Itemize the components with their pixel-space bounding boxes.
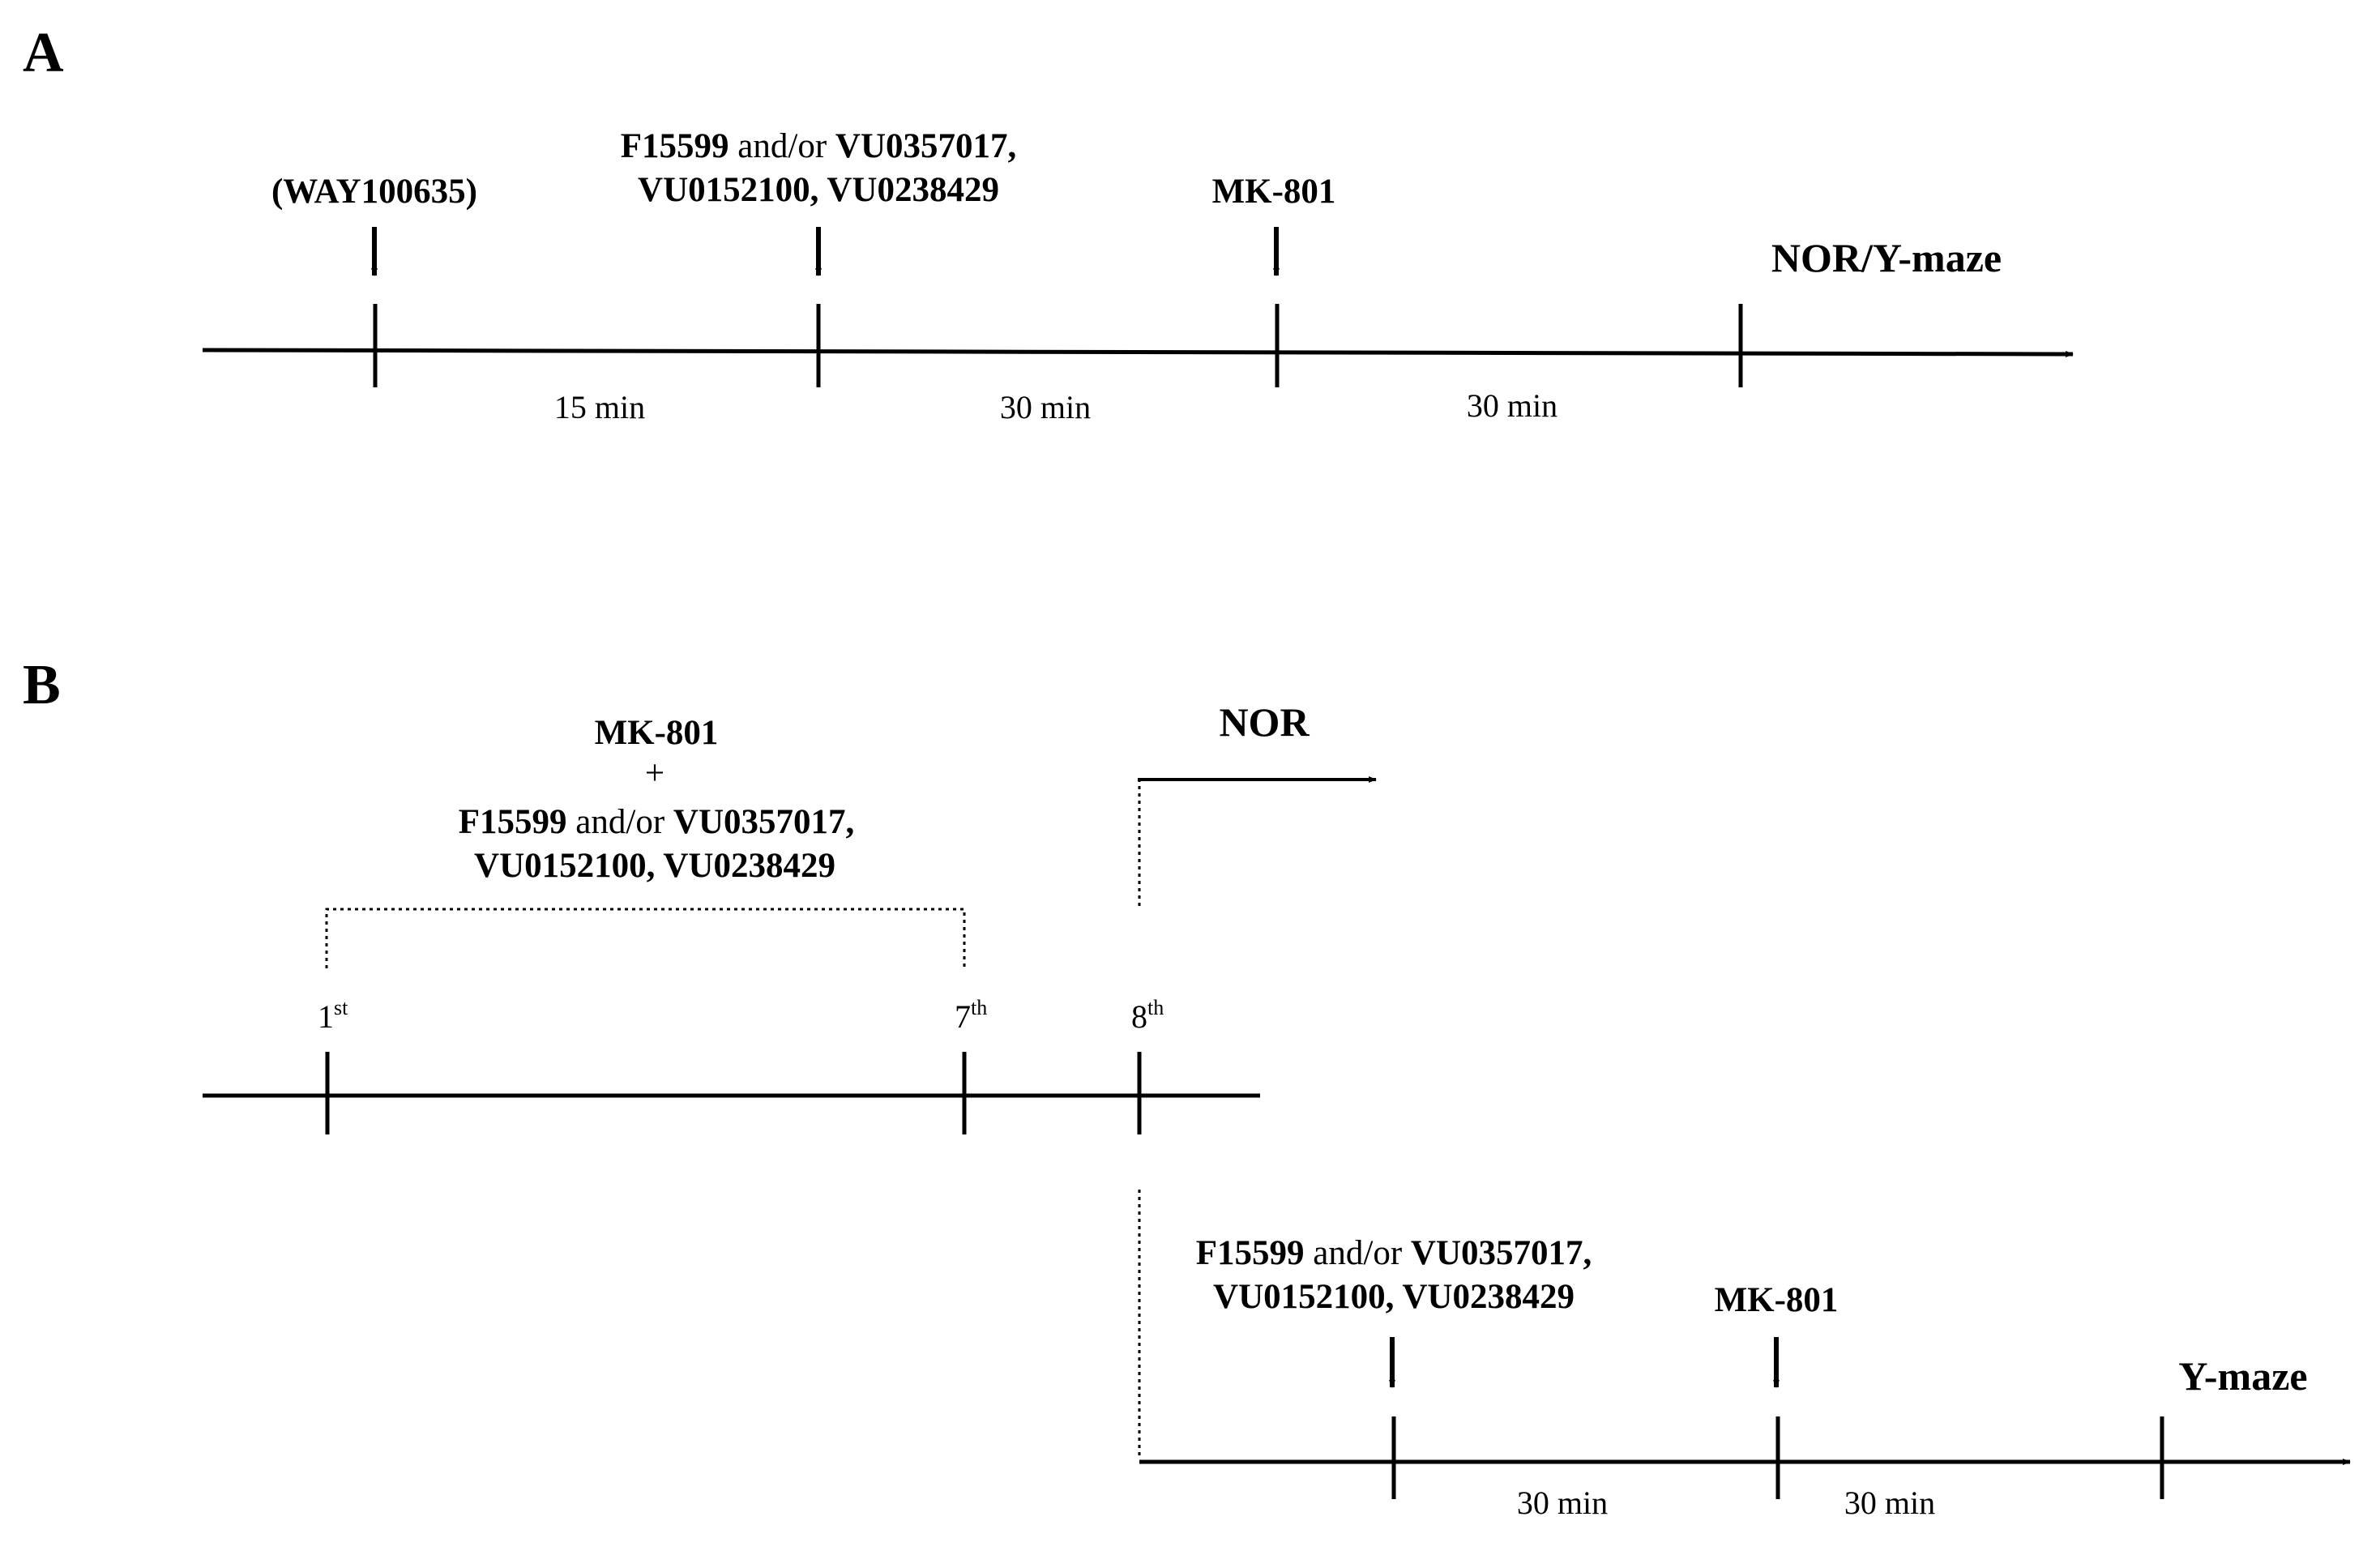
panel-b-interval: 30 min xyxy=(1517,1485,1608,1521)
panel-b-vu0357017: VU0357017, xyxy=(673,803,854,841)
panel-b-combo-line2: VU0152100, VU0238429 xyxy=(474,847,835,885)
panel-b-ymaze-label: Y-maze xyxy=(2178,1353,2307,1399)
day-sup: th xyxy=(971,996,987,1019)
panel-b-mk801-label: MK-801 xyxy=(595,714,719,752)
panel-a-combo-line2: VU0152100, VU0238429 xyxy=(638,171,999,209)
day-label-8th: 8th xyxy=(1131,996,1164,1035)
panel-a-end-label: NOR/Y-maze xyxy=(1771,235,2002,280)
day-label-7th: 7th xyxy=(955,996,987,1035)
panel-b-nor-label: NOR xyxy=(1219,699,1310,745)
panel-a-vu0357017: VU0357017, xyxy=(835,127,1016,165)
panel-a-interval: 30 min xyxy=(1467,387,1557,424)
day-num: 8 xyxy=(1131,998,1147,1035)
panel-a-interval: 15 min xyxy=(554,389,645,425)
panel-b-lower-vu0357017: VU0357017, xyxy=(1411,1234,1592,1272)
day-num: 7 xyxy=(955,998,971,1035)
day-label-1st: 1st xyxy=(318,996,348,1035)
panel-b-lower-mk801-label: MK-801 xyxy=(1715,1281,1839,1319)
panel-a-mk801-label: MK-801 xyxy=(1212,173,1336,211)
panel-b-plus: + xyxy=(645,754,664,793)
panel-b-interval: 30 min xyxy=(1844,1485,1935,1521)
panel-b-f15599: F15599 xyxy=(459,803,567,841)
panel-b-lower-combo-line1: F15599 and/or VU0357017, xyxy=(1196,1234,1592,1272)
day-num: 1 xyxy=(318,998,334,1035)
day-sup: th xyxy=(1147,996,1164,1019)
panel-a-label: A xyxy=(23,22,64,84)
panel-b-lower-andor: and/or xyxy=(1305,1234,1411,1272)
way100635-label: (WAY100635) xyxy=(271,173,477,211)
panel-b-label: B xyxy=(23,654,61,716)
panel-b-combo-line1: F15599 and/or VU0357017, xyxy=(459,803,855,841)
treatment-bracket xyxy=(325,908,966,968)
panel-a-interval: 30 min xyxy=(1000,389,1091,425)
panel-b-lower-combo-line2: VU0152100, VU0238429 xyxy=(1213,1278,1575,1316)
panel-a-combo-line1: F15599 and/or VU0357017, xyxy=(621,127,1017,165)
panel-b-andor: and/or xyxy=(567,803,673,841)
panel-a-timeline-axis xyxy=(202,348,2074,357)
day-sup: st xyxy=(334,996,348,1019)
panel-a-f15599: F15599 xyxy=(621,127,729,165)
panel-a-andor: and/or xyxy=(729,127,835,165)
panel-b-lower-f15599: F15599 xyxy=(1196,1234,1305,1272)
